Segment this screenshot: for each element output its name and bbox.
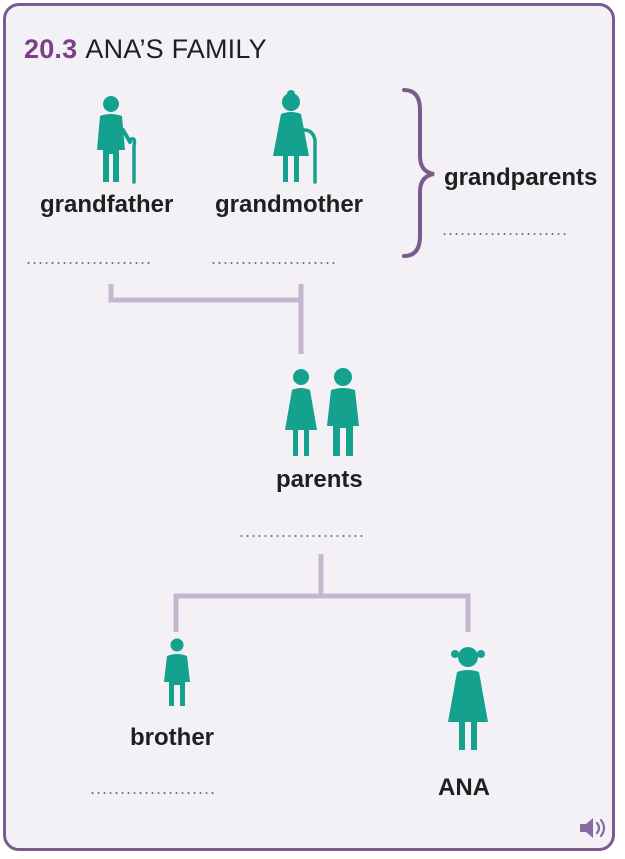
children-connector	[173, 593, 471, 632]
family-tree-connectors	[108, 88, 471, 632]
grandparents-answer-line[interactable]: .....................	[442, 219, 569, 239]
grandparents-connector	[108, 284, 301, 303]
ana-label: ANA	[438, 774, 490, 801]
parents-icon	[285, 368, 359, 456]
brother-answer-line[interactable]: .....................	[90, 778, 217, 798]
grandparents-label: grandparents	[444, 164, 598, 191]
grandparents-brace	[402, 88, 435, 258]
section-number: 20.3	[24, 34, 78, 64]
ana-icon	[448, 647, 488, 750]
grandfather-label: grandfather	[40, 191, 174, 218]
grandfather-answer-line[interactable]: .....................	[26, 248, 153, 268]
parents-label: parents	[276, 466, 363, 493]
grandmother-answer-line[interactable]: .....................	[211, 248, 338, 268]
grandfather-icon	[97, 96, 137, 184]
grandmother-label: grandmother	[215, 191, 364, 218]
section-title: ANA’S FAMILY	[85, 34, 267, 64]
parents-answer-line[interactable]: .....................	[239, 521, 366, 541]
brother-icon	[164, 638, 190, 706]
brother-label: brother	[130, 724, 214, 751]
speaker-icon[interactable]	[578, 816, 610, 840]
grandmother-icon	[273, 90, 317, 184]
